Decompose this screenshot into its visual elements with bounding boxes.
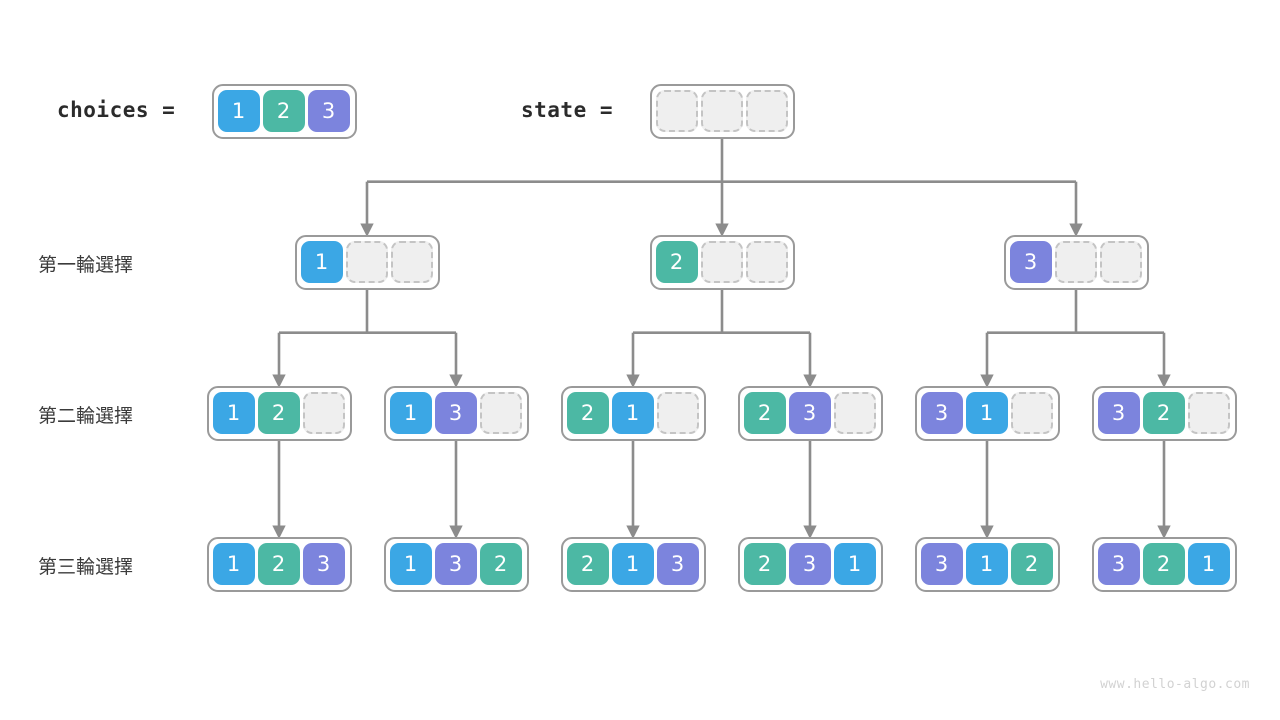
value-cell: 3: [1097, 392, 1140, 434]
value-cell: 1: [217, 90, 260, 132]
value-cell: 2: [1142, 543, 1185, 585]
empty-cell: [1010, 392, 1053, 434]
value-cell: 3: [434, 392, 477, 434]
empty-cell: [745, 241, 788, 283]
value-cell: 3: [788, 543, 831, 585]
value-cell: 3: [302, 543, 345, 585]
empty-cell: [700, 90, 743, 132]
value-cell: 2: [257, 392, 300, 434]
value-cell: 1: [611, 543, 654, 585]
choices-label: choices =: [57, 98, 176, 122]
empty-cell: [700, 241, 743, 283]
value-cell: 2: [1010, 543, 1053, 585]
value-cell: 1: [965, 543, 1008, 585]
empty-cell: [302, 392, 345, 434]
value-cell: 1: [833, 543, 876, 585]
empty-cell: [833, 392, 876, 434]
value-cell: 1: [965, 392, 1008, 434]
value-cell: 3: [920, 392, 963, 434]
value-cell: 3: [788, 392, 831, 434]
value-cell: 1: [300, 241, 343, 283]
empty-cell: [1099, 241, 1142, 283]
empty-cell: [655, 90, 698, 132]
row-label-1: 第一輪選擇: [38, 254, 134, 276]
state-array-root: [649, 83, 795, 139]
value-cell: 1: [1187, 543, 1230, 585]
empty-cell: [656, 392, 699, 434]
value-cell: 2: [566, 392, 609, 434]
value-cell: 3: [656, 543, 699, 585]
empty-cell: [390, 241, 433, 283]
value-cell: 1: [212, 543, 255, 585]
empty-cell: [479, 392, 522, 434]
empty-cell: [1054, 241, 1097, 283]
empty-cell: [345, 241, 388, 283]
state-label: state =: [521, 98, 614, 122]
empty-cell: [1187, 392, 1230, 434]
value-cell: 1: [212, 392, 255, 434]
tree-node-level1-3: 3: [1003, 234, 1149, 290]
value-cell: 2: [479, 543, 522, 585]
value-cell: 3: [1009, 241, 1052, 283]
value-cell: 2: [262, 90, 305, 132]
value-cell: 2: [1142, 392, 1185, 434]
row-label-3: 第三輪選擇: [38, 556, 134, 578]
value-cell: 1: [611, 392, 654, 434]
value-cell: 2: [257, 543, 300, 585]
tree-node-level1-1: 1: [294, 234, 440, 290]
value-cell: 3: [307, 90, 350, 132]
value-cell: 2: [655, 241, 698, 283]
value-cell: 3: [434, 543, 477, 585]
value-cell: 3: [920, 543, 963, 585]
empty-cell: [745, 90, 788, 132]
value-cell: 1: [389, 543, 432, 585]
value-cell: 1: [389, 392, 432, 434]
value-cell: 3: [1097, 543, 1140, 585]
value-cell: 2: [743, 543, 786, 585]
value-cell: 2: [743, 392, 786, 434]
watermark: www.hello-algo.com: [1100, 677, 1250, 692]
value-cell: 2: [566, 543, 609, 585]
row-label-2: 第二輪選擇: [38, 405, 134, 427]
tree-node-level1-2: 2: [649, 234, 795, 290]
